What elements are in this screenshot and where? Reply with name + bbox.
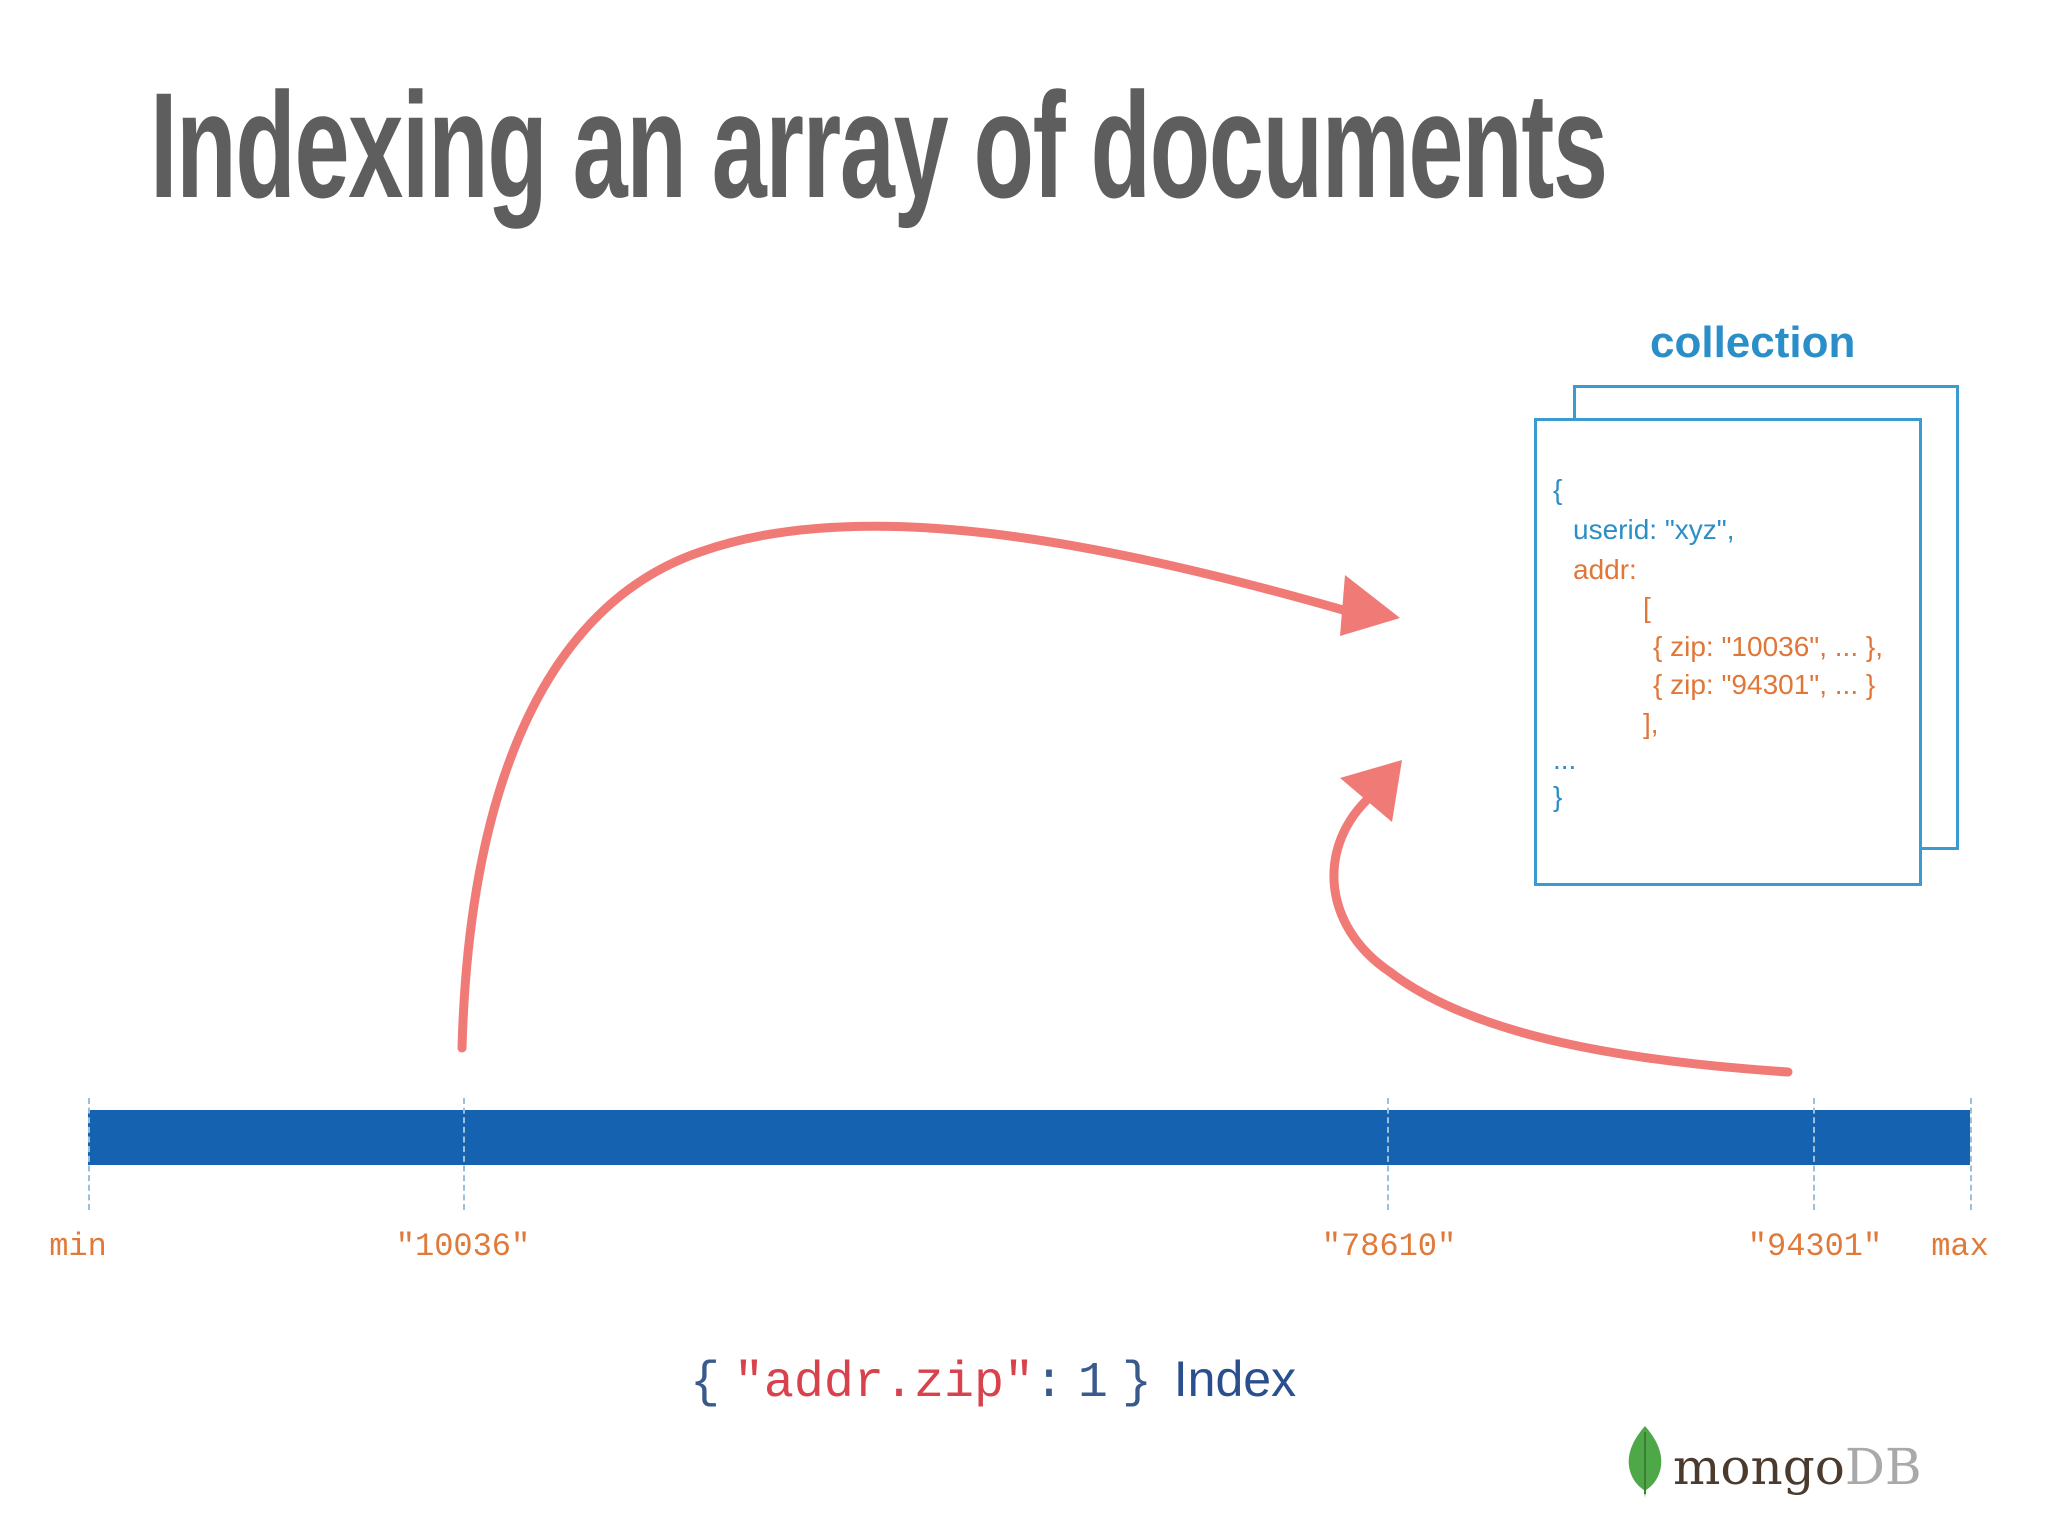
tick-label-max: max [1931, 1228, 1989, 1265]
tick-label-min: min [49, 1228, 107, 1265]
index-spec-close-brace: } [1121, 1355, 1152, 1412]
index-spec: { "addr.zip": 1 } Index [690, 1350, 1296, 1412]
tick-94301 [1813, 1098, 1815, 1210]
tick-min [88, 1098, 90, 1210]
code-line-close-brace: } [1553, 781, 1563, 812]
arrow-10036-to-document [457, 521, 1355, 1053]
slide-title: Indexing an array of documents [150, 61, 1608, 229]
index-spec-open-brace: { [690, 1355, 721, 1412]
tick-label-78610: "78610" [1321, 1228, 1457, 1265]
arrow-10036-head [1340, 575, 1400, 636]
index-bar [88, 1110, 1970, 1165]
code-line-zip-10036: { zip: "10036", ... }, [1653, 631, 1884, 662]
code-line-addr: addr: [1573, 554, 1637, 585]
index-spec-key: "addr.zip" [733, 1355, 1034, 1412]
mongodb-leaf-icon [1628, 1426, 1662, 1498]
tick-10036 [463, 1098, 465, 1210]
collection-title: collection [1650, 318, 1856, 367]
collection-document-front: { userid: "xyz", addr: [ { zip: "10036",… [1534, 418, 1922, 886]
code-line-zip-94301: { zip: "94301", ... } [1653, 669, 1876, 700]
index-spec-word: Index [1173, 1351, 1297, 1407]
arrow-94301-head [1340, 760, 1402, 822]
index-spec-value: 1 [1077, 1355, 1108, 1412]
code-line-array-close: ], [1643, 708, 1659, 739]
index-spec-colon: : [1033, 1355, 1064, 1412]
code-line-open-brace: { [1553, 474, 1563, 505]
tick-78610 [1387, 1098, 1389, 1210]
logo-db-text: DB [1844, 1438, 1922, 1496]
tick-max [1970, 1098, 1972, 1210]
arrow-94301-to-document [1329, 785, 1793, 1077]
logo-mongo-text: mongo [1673, 1438, 1845, 1496]
tick-label-10036: "10036" [395, 1228, 531, 1265]
code-line-userid: userid: "xyz", [1573, 514, 1735, 545]
code-line-ellipsis: ... [1553, 744, 1577, 775]
code-line-array-open: [ [1643, 592, 1651, 623]
tick-label-94301: "94301" [1747, 1228, 1883, 1265]
